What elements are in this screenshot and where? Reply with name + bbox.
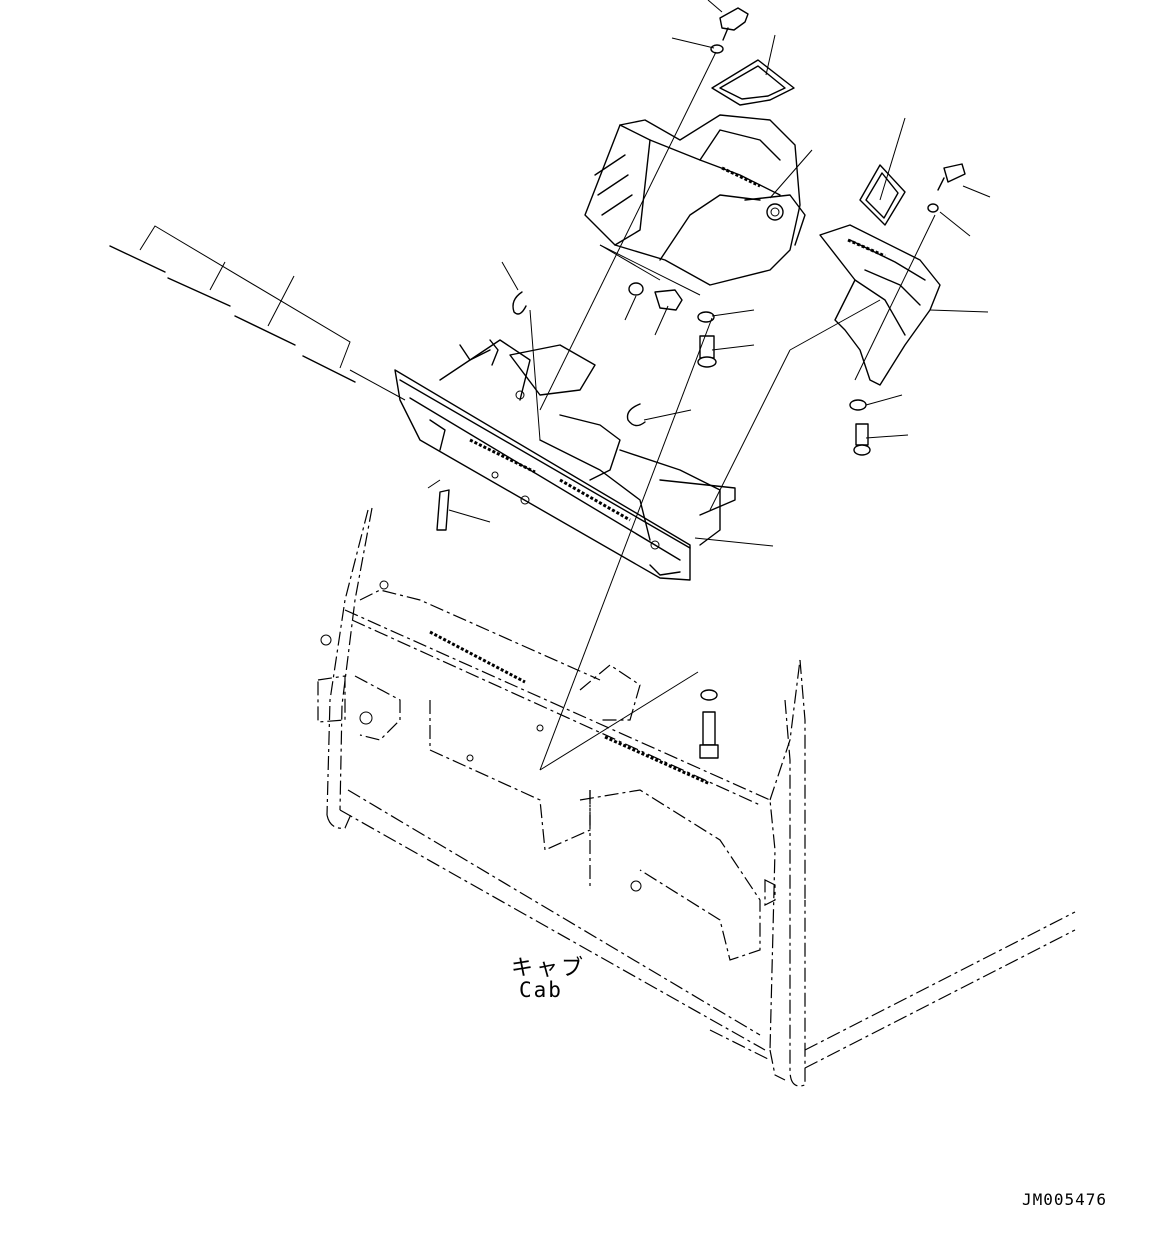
- parts: [109, 7, 966, 759]
- drawing-code: JM005476: [1022, 1190, 1108, 1209]
- dash-bracket: [394, 339, 736, 581]
- cab-frame: [317, 507, 1076, 1087]
- cab-label-en: Cab: [519, 978, 563, 1002]
- cab-label-jp: キャブ: [511, 956, 587, 981]
- leader-lines: [139, 0, 991, 771]
- upper-cover: [584, 114, 806, 286]
- side-cover: [819, 224, 941, 386]
